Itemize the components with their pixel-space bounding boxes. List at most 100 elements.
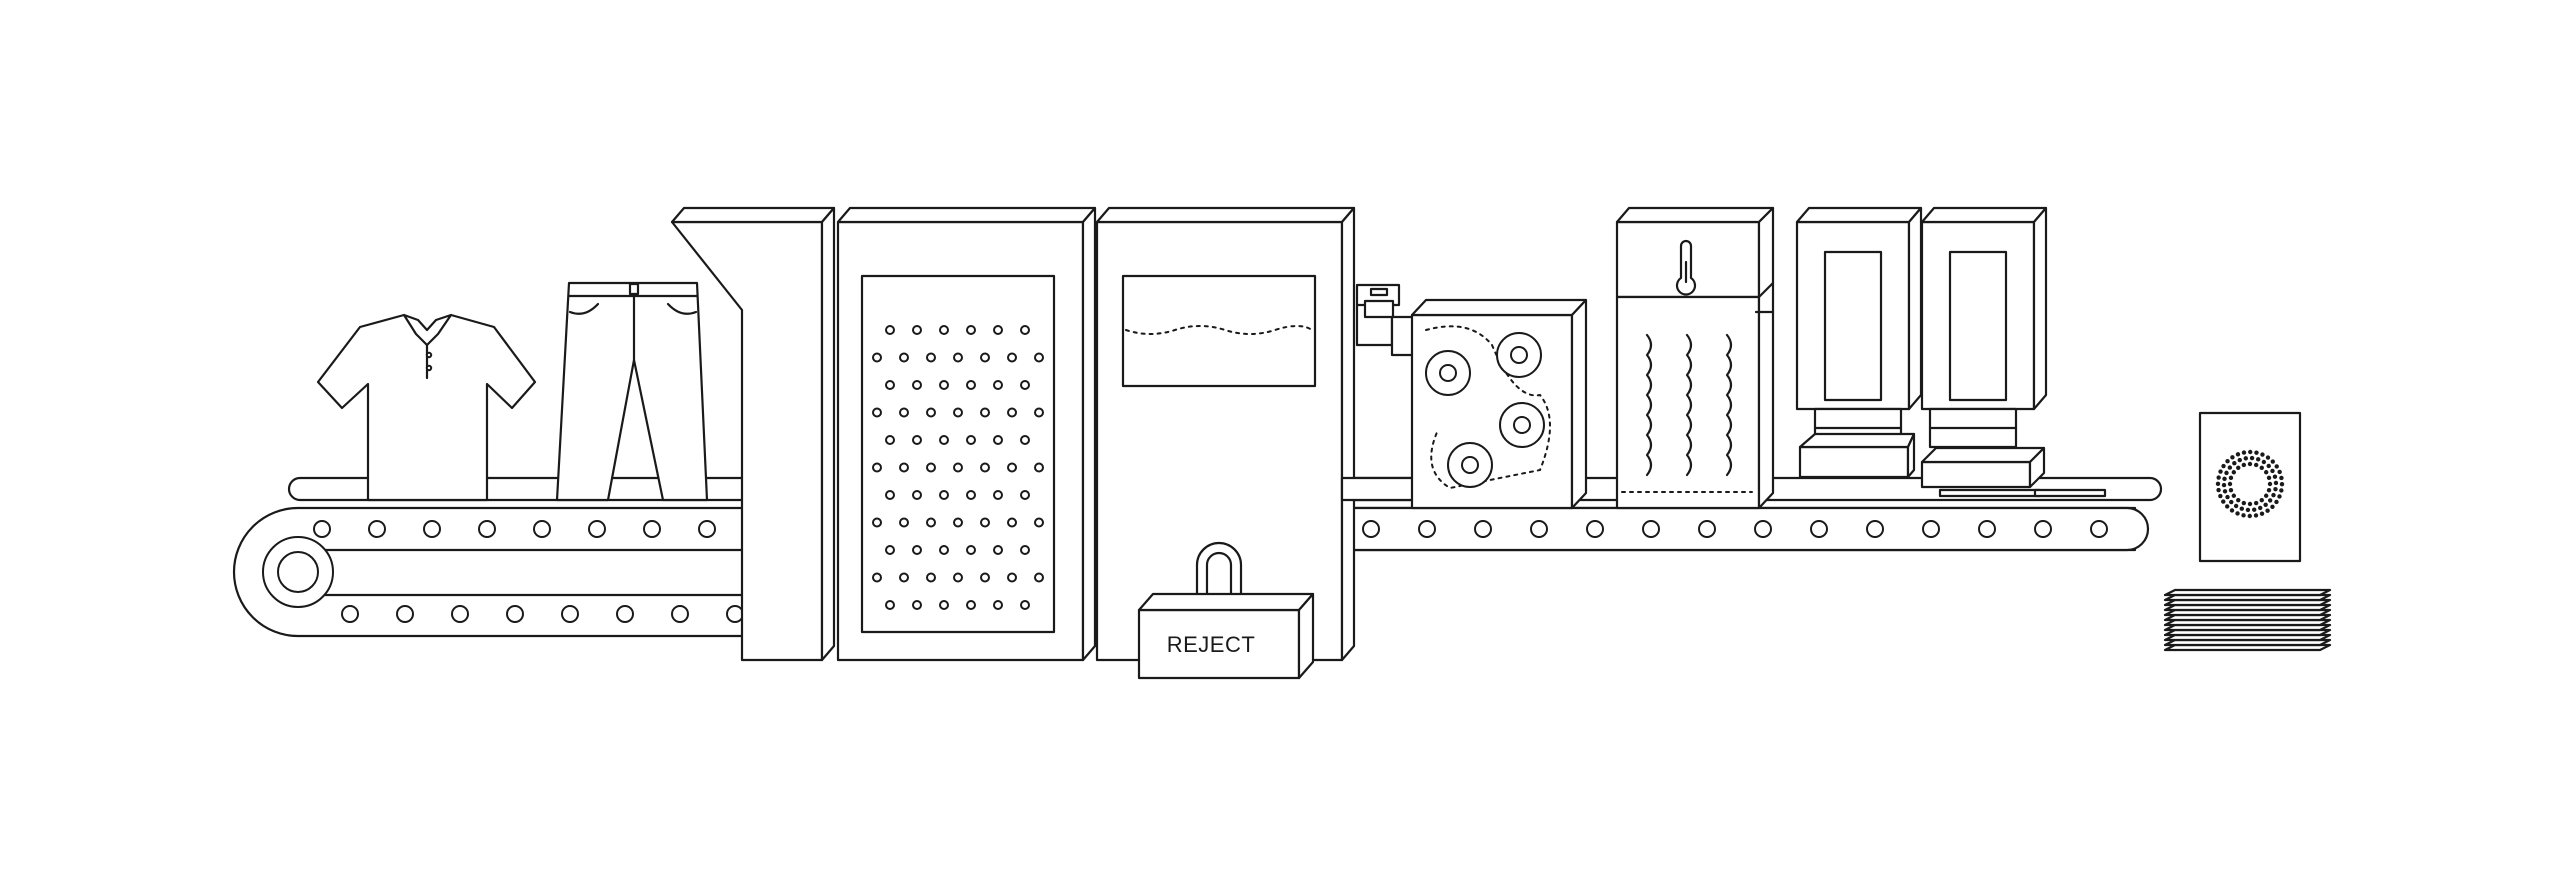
fiber-dot (2221, 482, 2227, 488)
perforation-hole (885, 325, 895, 335)
belt-hole (506, 605, 524, 623)
belt-sheet (2033, 488, 2107, 498)
fiber-dot (2235, 452, 2241, 457)
polo-shirt-icon (316, 313, 537, 502)
fiber-dot (2215, 481, 2221, 486)
input-conveyor (232, 476, 762, 638)
perforation-hole (872, 517, 882, 528)
fiber-dot (2216, 487, 2221, 493)
perforation-hole (1007, 407, 1017, 418)
perforation-hole (966, 435, 976, 445)
perforation-hole (966, 380, 976, 390)
fiber-dot (2243, 456, 2248, 461)
fiber-dot (2233, 503, 2239, 509)
fiber-dot (2247, 513, 2252, 519)
output-belt-holes (1362, 520, 2108, 538)
fiber-dot (2273, 480, 2279, 486)
perforation-hole (1007, 517, 1017, 528)
fiber-dot (2277, 494, 2282, 499)
belt-hole (533, 520, 551, 538)
perforation-hole (953, 352, 963, 363)
perforation-hole (885, 490, 895, 500)
fiber-dot (2228, 475, 2234, 481)
fiber-dot (2227, 465, 2233, 470)
belt-hole (313, 520, 331, 538)
perforation-hole (1007, 572, 1017, 583)
perforation-hole (993, 325, 1003, 335)
perforation-hole (980, 462, 990, 473)
perforation-hole (926, 517, 936, 528)
fiber-dot (2260, 452, 2265, 457)
perforation-hole (899, 407, 909, 418)
belt-hole (643, 520, 661, 538)
belt-sheet (1938, 488, 2042, 498)
belt-hole (478, 520, 496, 538)
fiber-dot (2248, 449, 2253, 455)
fiber-dot (2265, 455, 2271, 460)
sheet-stack-icon (2163, 588, 2332, 652)
belt-hole (1922, 520, 1940, 538)
fiber-dot (2274, 499, 2279, 505)
fiber-dot (2229, 508, 2235, 513)
perforation-hole (1034, 407, 1044, 418)
belt-hole (1474, 520, 1492, 538)
fiber-dot (2253, 500, 2259, 506)
fiber-dot (2225, 459, 2230, 464)
perforation-hole (993, 435, 1003, 445)
perforation-hole (953, 572, 963, 583)
perforation-hole (872, 462, 882, 473)
perforation-hole (966, 490, 976, 500)
press-unit-2 (1920, 206, 2048, 489)
perforation-hole (1020, 545, 1030, 555)
fiber-dot (2270, 468, 2275, 474)
stacked-sheet (2163, 598, 2332, 607)
stacked-sheet (2163, 603, 2332, 612)
fiber-dot (2247, 461, 2253, 467)
heat-wave (1725, 333, 1733, 477)
fiber-sheet-icon (2198, 411, 2302, 563)
belt-hole (451, 605, 469, 623)
belt-hole (1530, 520, 1548, 538)
fiber-dot (2225, 494, 2230, 500)
fiber-dot (2231, 470, 2237, 475)
perforation-hole (1020, 380, 1030, 390)
fiber-dot (2273, 486, 2278, 492)
liquid-tank (1095, 206, 1356, 662)
stacked-sheet (2163, 638, 2332, 647)
stacked-sheet (2163, 633, 2332, 642)
perforation-hole (1020, 600, 1030, 610)
perforation-hole (912, 600, 922, 610)
fiber-dot (2224, 470, 2229, 476)
belt-hole (671, 605, 689, 623)
fiber-dot (2266, 487, 2272, 493)
perforation-hole (939, 325, 949, 335)
perforation-hole (966, 600, 976, 610)
roller-hub (1513, 416, 1531, 434)
fiber-dot (2253, 462, 2259, 468)
belt-hole (698, 520, 716, 538)
fiber-dot (2235, 511, 2240, 516)
perforation-hole (899, 572, 909, 583)
fiber-dot (2279, 482, 2285, 487)
liquid-window (1121, 274, 1317, 388)
fiber-dot (2228, 487, 2234, 493)
fiber-dot (2259, 511, 2265, 516)
fiber-dot (2279, 475, 2284, 481)
perforation-hole (953, 517, 963, 528)
perforation-hole (953, 462, 963, 473)
perforation-hole (912, 380, 922, 390)
belt-hole (423, 520, 441, 538)
perforation-hole (993, 545, 1003, 555)
perforation-hole (1034, 462, 1044, 473)
fiber-dot (2254, 450, 2259, 455)
sorting-hopper (670, 206, 836, 662)
roller-hub (1439, 364, 1457, 382)
perforation-hole (980, 517, 990, 528)
stacked-sheet (2163, 618, 2332, 627)
perforation-hole (899, 352, 909, 363)
perforation-hole (939, 380, 949, 390)
perforation-hole (939, 435, 949, 445)
belt-hole (1362, 520, 1380, 538)
fiber-dot (2229, 499, 2234, 505)
fiber-dot (2231, 493, 2237, 498)
